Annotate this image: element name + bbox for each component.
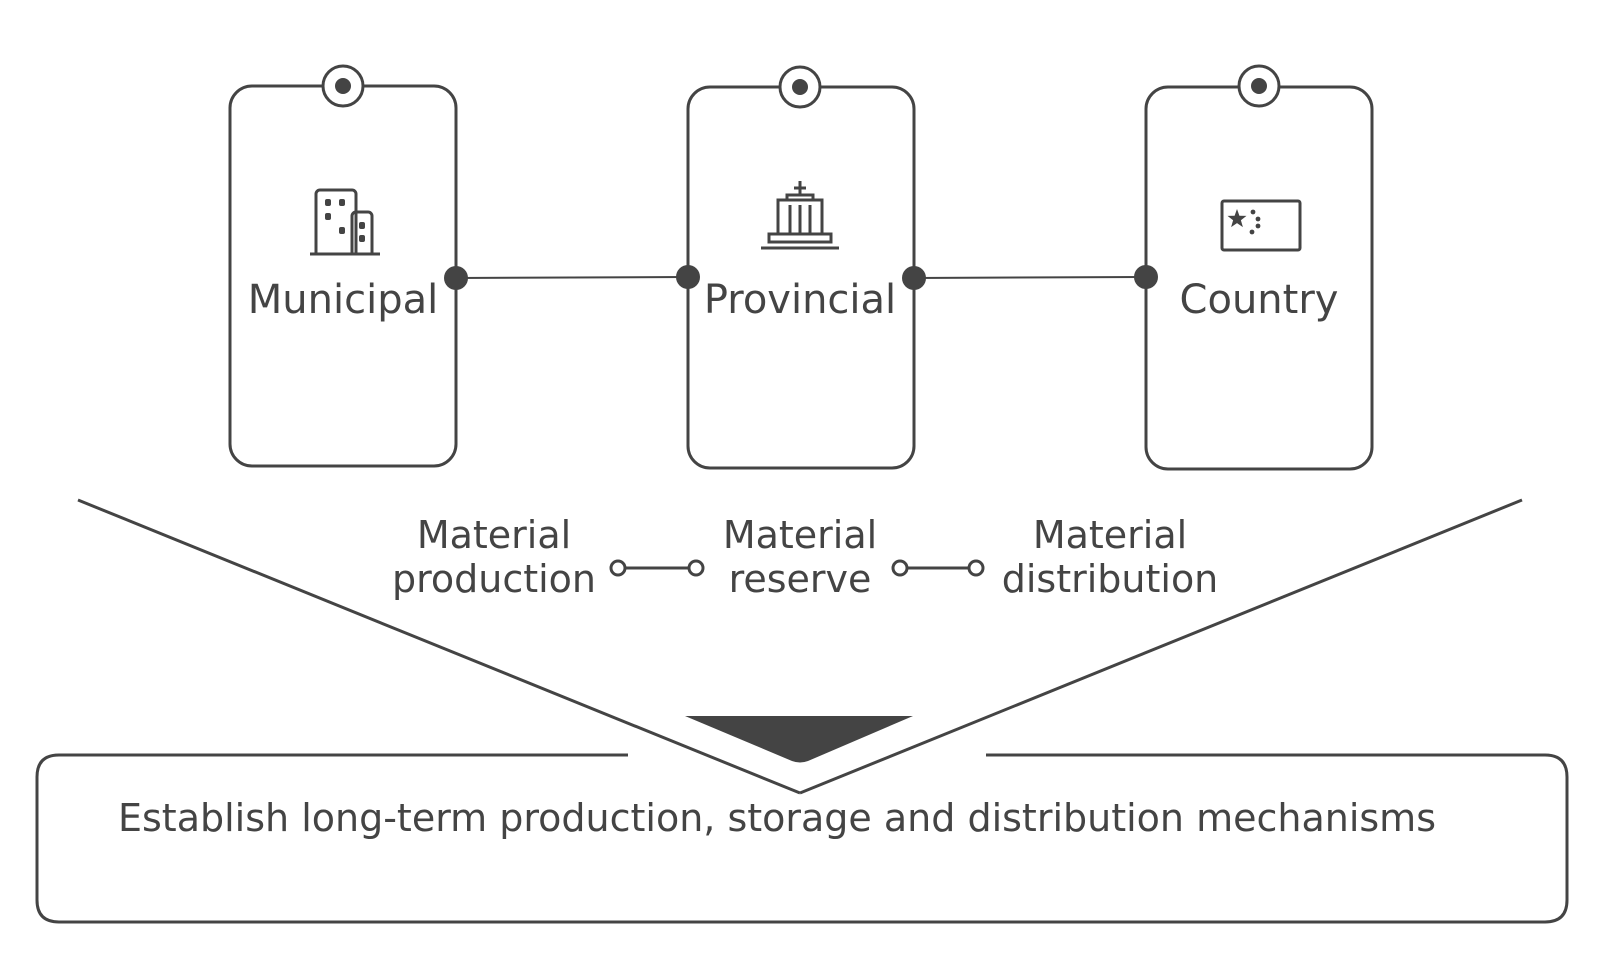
government-building-icon	[761, 181, 839, 250]
level-label-municipal: Municipal	[247, 277, 439, 323]
funnel-left-line	[77, 498, 801, 795]
step-line-2: reserve	[728, 557, 872, 601]
card-connector-1	[444, 265, 700, 290]
buildings-icon	[310, 188, 380, 256]
step-material-reserve: Material reserve	[670, 513, 930, 601]
funnel-right-line	[799, 498, 1523, 795]
level-label-country: Country	[1179, 277, 1339, 323]
step-line-2: distribution	[1001, 557, 1219, 601]
level-card-country	[1144, 64, 1374, 471]
step-line-1: Material	[722, 513, 878, 557]
step-line-1: Material	[1032, 513, 1188, 557]
conclusion-text: Establish long-term production, storage …	[118, 796, 1436, 840]
level-card-municipal	[228, 64, 458, 468]
step-line-2: production	[391, 557, 597, 601]
down-arrow-icon	[685, 716, 913, 763]
china-flag-icon	[1220, 199, 1302, 252]
step-material-production: Material production	[364, 513, 624, 601]
level-card-provincial	[686, 65, 916, 470]
step-connector-2	[891, 559, 985, 577]
conclusion-box	[35, 753, 1569, 924]
step-material-distribution: Material distribution	[980, 513, 1240, 601]
step-connector-1	[609, 559, 705, 577]
step-line-1: Material	[416, 513, 572, 557]
card-connector-2	[902, 265, 1158, 290]
level-label-provincial: Provincial	[703, 277, 897, 323]
